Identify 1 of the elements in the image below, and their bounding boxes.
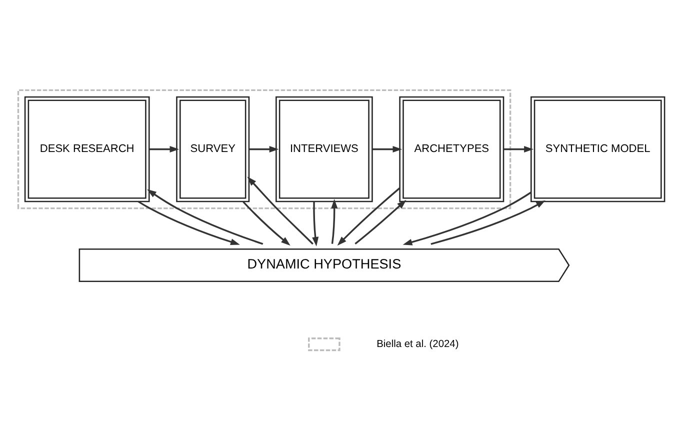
legend-label: Biella et al. (2024) [376, 338, 459, 350]
